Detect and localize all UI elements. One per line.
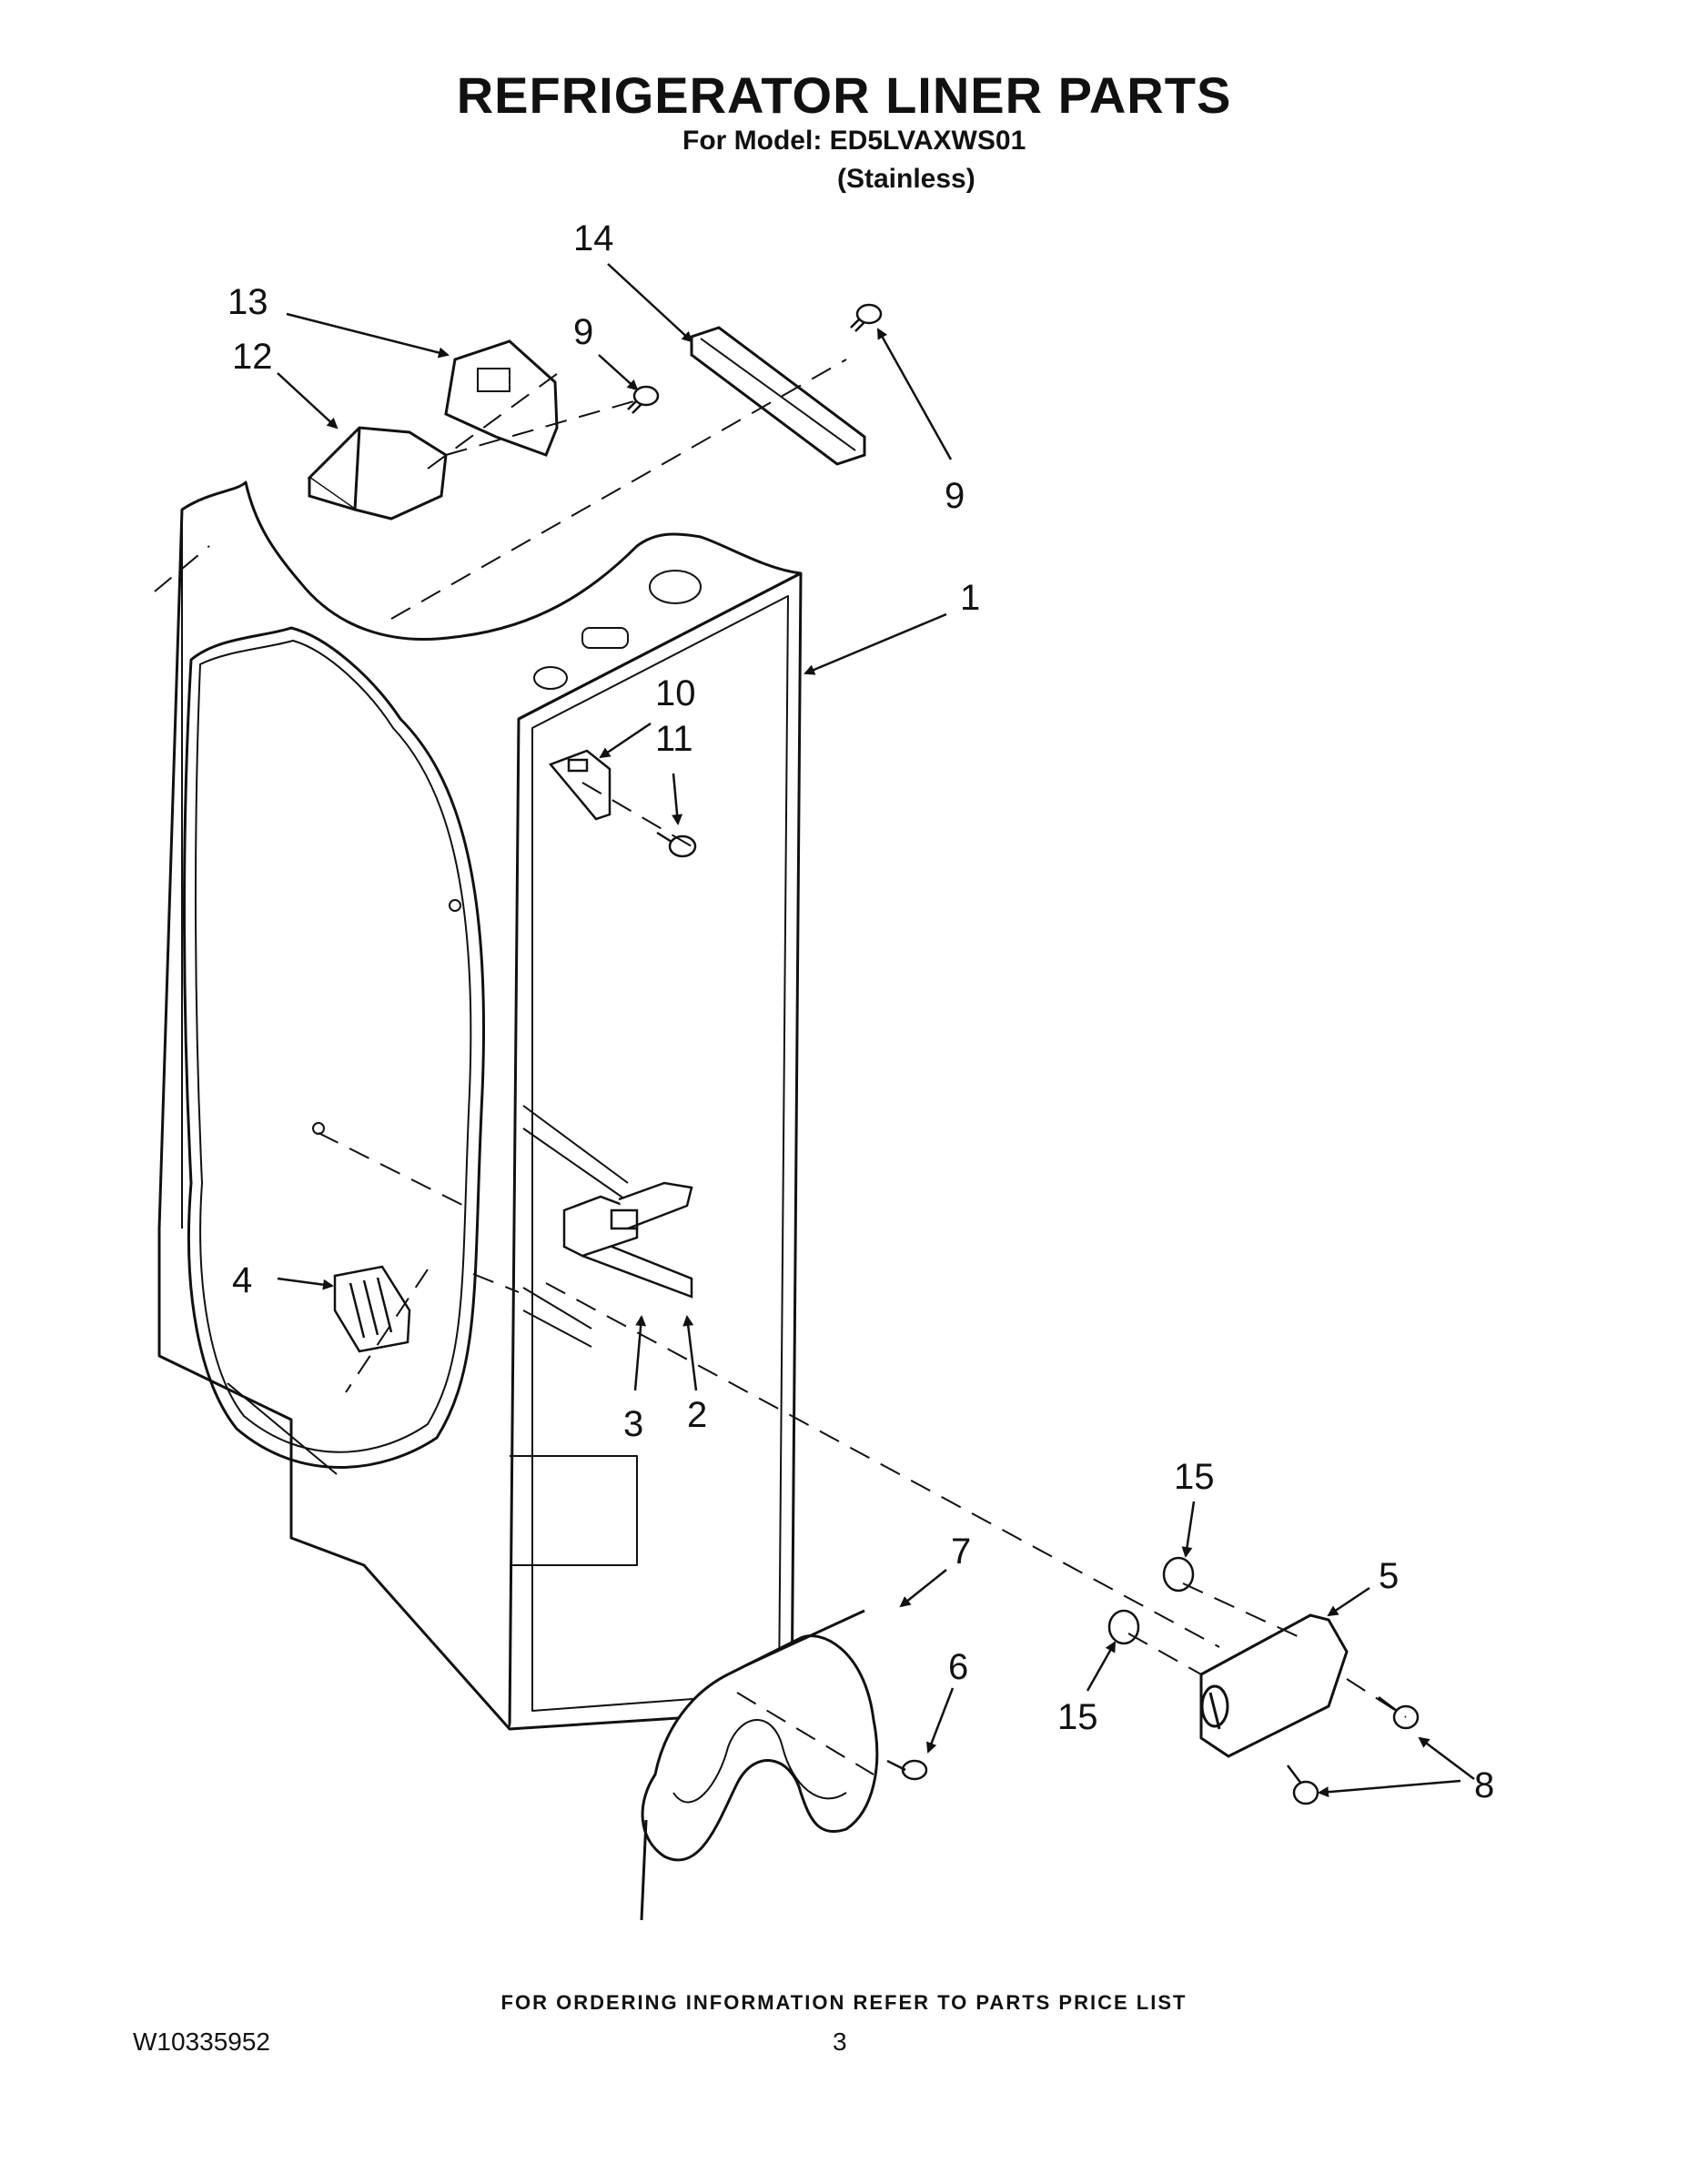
callout-label: 5	[1379, 1556, 1399, 1596]
callout-label: 6	[948, 1647, 968, 1687]
refrigerator-liner	[157, 480, 803, 1731]
callout-label: 12	[232, 337, 273, 377]
part-12-assembly	[307, 426, 448, 521]
model-line: For Model: ED5LVAXWS01	[682, 126, 1026, 156]
part-4-vent	[333, 1265, 411, 1353]
part-14-rail	[690, 326, 866, 466]
callout-label: 9	[945, 476, 965, 516]
part-7-evaporator	[640, 1609, 879, 1921]
callout-label: 13	[227, 282, 268, 322]
page-number: 3	[833, 2027, 847, 2056]
callout-leaders	[277, 263, 1475, 1798]
callout-label: 1	[960, 578, 980, 618]
assembly-lines	[154, 359, 1407, 1775]
part-6-screw	[886, 1759, 928, 1781]
callout-label: 4	[232, 1260, 252, 1300]
part-2-3-brackets	[562, 1181, 693, 1299]
callout-label: 7	[951, 1532, 971, 1572]
callout-label: 11	[655, 719, 693, 759]
callout-label: 10	[655, 673, 696, 713]
part-10-11	[548, 749, 697, 858]
part-15-plugs	[1107, 1556, 1195, 1645]
part-13-bracket	[444, 339, 559, 457]
variant-line: (Stainless)	[837, 164, 975, 194]
callout-label: 3	[623, 1404, 643, 1444]
callout-labels: 14 13 9 12 9 1 10 11 4 3 2 15 5 7 6 15 8	[227, 218, 1494, 1805]
document-number: W10335952	[133, 2027, 271, 2056]
callout-label: 2	[687, 1395, 707, 1435]
page-title: REFRIGERATOR LINER PARTS	[456, 66, 1232, 124]
callout-label: 9	[573, 312, 593, 352]
ordering-note: FOR ORDERING INFORMATION REFER TO PARTS …	[500, 1991, 1188, 2014]
callout-label: 15	[1057, 1697, 1098, 1737]
callout-label: 14	[573, 218, 614, 258]
callout-label: 15	[1174, 1457, 1215, 1497]
part-5-housing	[1199, 1613, 1349, 1758]
part-9-screws	[627, 303, 883, 414]
callout-label: 8	[1474, 1765, 1494, 1805]
